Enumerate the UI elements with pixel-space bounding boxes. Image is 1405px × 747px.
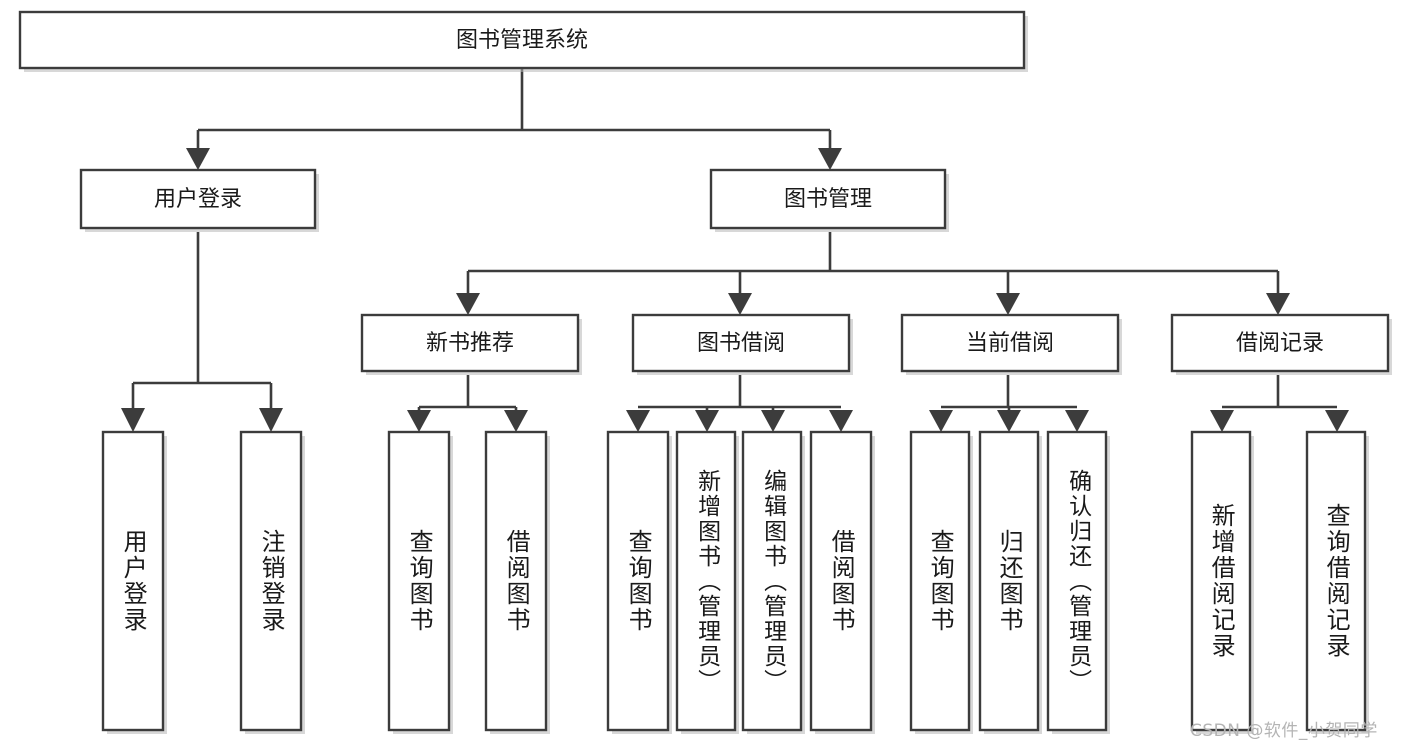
node-leaf-12[interactable] [1190,430,1254,734]
node-bookmgmt-label: 图书管理 [784,187,872,212]
node-login[interactable]: 用户登录 [79,168,319,232]
arrowhead-leaf-6 [695,410,719,432]
arrowhead-leaf-3 [407,410,431,432]
arrowhead-leaf-4 [504,410,528,432]
node-newbook-label: 新书推荐 [426,331,514,356]
node-leaf-8[interactable] [809,430,875,734]
arrowhead-leaf-2 [259,408,283,432]
nodes-layer: 图书管理系统 用户登录 图书管理 新书推荐 [18,10,1392,734]
node-login-box[interactable] [79,168,317,230]
node-leaf-10[interactable] [978,430,1042,734]
node-root-label: 图书管理系统 [456,28,588,53]
arrowhead-newbook [456,293,480,315]
arrowhead-leaf-11 [1065,410,1089,432]
node-leaf-5[interactable] [606,430,672,734]
node-leaf-2-box[interactable] [239,430,303,732]
arrowhead-login [186,148,210,170]
arrowhead-records [1266,293,1290,315]
node-leaf-11[interactable] [1046,430,1110,734]
node-newbook[interactable]: 新书推荐 [360,313,582,375]
arrowhead-bookmgmt [818,148,842,170]
arrowhead-borrow [728,293,752,315]
node-leaf-6-box[interactable] [675,430,737,732]
node-records[interactable]: 借阅记录 [1170,313,1392,375]
arrowhead-leaf-12 [1210,410,1234,432]
node-leaf-3-box[interactable] [387,430,451,732]
arrowhead-leaf-1 [121,408,145,432]
arrowhead-leaf-8 [829,410,853,432]
node-current-label: 当前借阅 [966,331,1054,356]
node-leaf-6[interactable] [675,430,739,734]
node-leaf-5-box[interactable] [606,430,670,732]
node-leaf-9[interactable] [909,430,973,734]
node-leaf-7-box[interactable] [741,430,803,732]
node-newbook-box[interactable] [360,313,580,373]
node-records-label: 借阅记录 [1236,331,1324,356]
arrowhead-leaf-9 [929,410,953,432]
node-leaf-11-box[interactable] [1046,430,1108,732]
node-login-label: 用户登录 [154,187,242,212]
node-leaf-10-box[interactable] [978,430,1040,732]
node-root[interactable]: 图书管理系统 [18,10,1028,72]
node-records-box[interactable] [1170,313,1390,373]
node-bookmgmt-box[interactable] [709,168,947,230]
node-leaf-13[interactable] [1305,430,1369,734]
connectors-layer [121,68,1349,432]
arrowhead-leaf-13 [1325,410,1349,432]
node-borrow-box[interactable] [631,313,851,373]
node-leaf-1-box[interactable] [101,430,165,732]
node-leaf-13-box[interactable] [1305,430,1367,732]
node-leaf-1[interactable] [101,430,167,734]
node-leaf-9-box[interactable] [909,430,971,732]
node-borrow-label: 图书借阅 [697,331,785,356]
node-borrow[interactable]: 图书借阅 [631,313,853,375]
csdn-watermark: CSDN @软件_小贺同学 [1190,721,1378,741]
arrowhead-leaf-10 [997,410,1021,432]
node-current[interactable]: 当前借阅 [900,313,1122,375]
node-leaf-4[interactable] [484,430,550,734]
arrowhead-current [996,293,1020,315]
node-leaf-7[interactable] [741,430,805,734]
node-bookmgmt[interactable]: 图书管理 [709,168,949,232]
node-leaf-12-box[interactable] [1190,430,1252,732]
node-leaf-3[interactable] [387,430,453,734]
node-leaf-8-box[interactable] [809,430,873,732]
arrowhead-leaf-7 [761,410,785,432]
node-leaf-4-box[interactable] [484,430,548,732]
node-leaf-2[interactable] [239,430,305,734]
node-current-box[interactable] [900,313,1120,373]
node-root-box[interactable] [18,10,1026,70]
arrowhead-leaf-5 [626,410,650,432]
